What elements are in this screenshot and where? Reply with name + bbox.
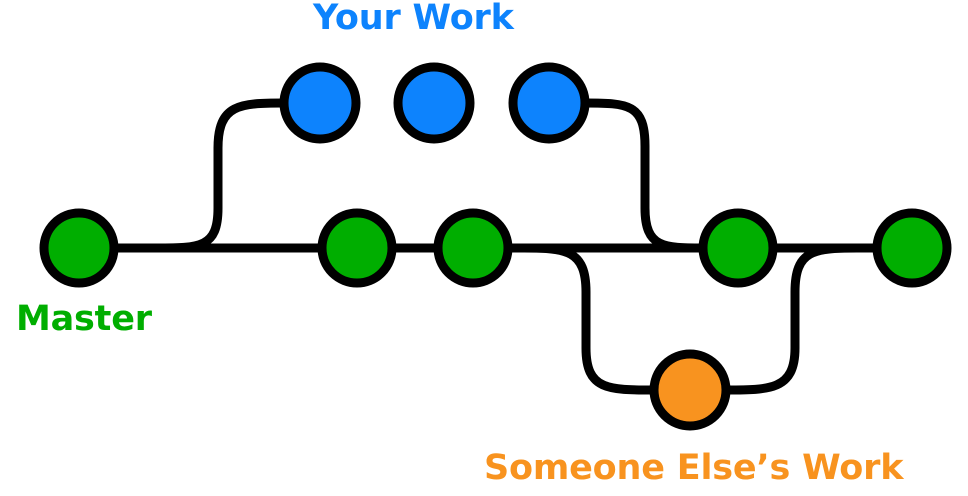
commit-node-master-5[interactable] <box>872 208 952 288</box>
commit-node-group <box>39 62 952 431</box>
branch-label-your-work: Your Work <box>313 0 514 38</box>
commit-node-master-3[interactable] <box>433 208 513 288</box>
commit-node-someone-else-1[interactable] <box>649 349 731 431</box>
commit-node-your-work-2[interactable] <box>393 62 475 144</box>
commit-node-your-work-1[interactable] <box>279 62 361 144</box>
commit-node-master-4-merge[interactable] <box>698 208 778 288</box>
edge-merge-your-work <box>584 98 704 253</box>
edge-branch-your-work <box>155 98 285 253</box>
branch-label-master: Master <box>16 299 152 339</box>
commit-node-master-2[interactable] <box>317 208 397 288</box>
commit-node-master-1[interactable] <box>39 208 119 288</box>
branch-label-someone-else: Someone Else’s Work <box>484 448 904 488</box>
edge-branch-someone-else <box>523 243 655 395</box>
edge-merge-someone-else <box>725 243 858 395</box>
commit-node-your-work-3[interactable] <box>508 62 590 144</box>
